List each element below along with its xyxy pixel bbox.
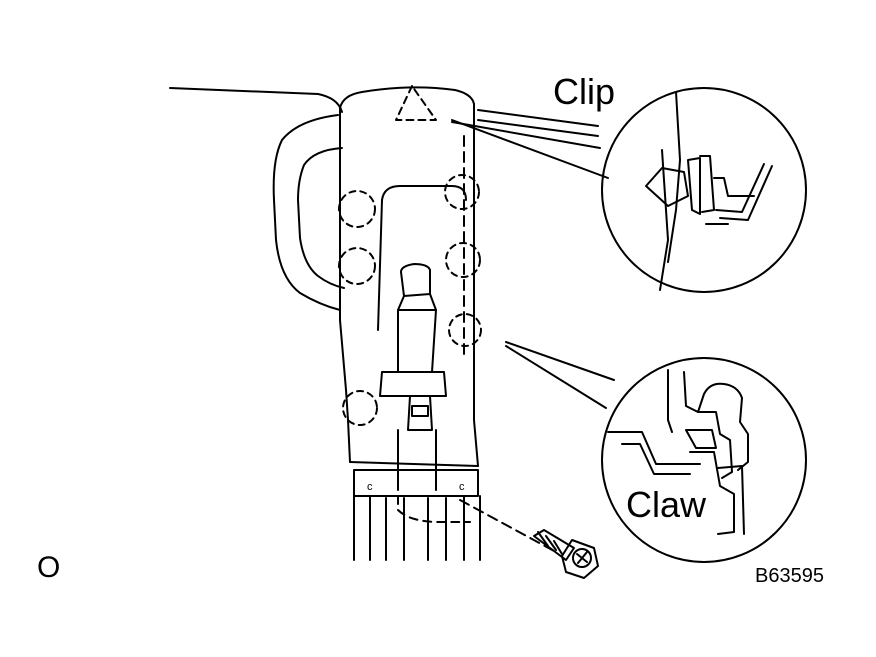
svg-text:c: c bbox=[367, 481, 373, 493]
clip-location-mark bbox=[395, 85, 437, 121]
assist-grip bbox=[272, 114, 341, 311]
clip-detail-icon bbox=[601, 87, 807, 293]
figure-code: B63595 bbox=[755, 565, 824, 587]
screw-icon bbox=[533, 529, 599, 579]
lower-bracket: c c bbox=[353, 469, 481, 561]
claw-location-marks bbox=[338, 174, 482, 426]
claw-label: Claw bbox=[626, 484, 707, 525]
clip-label: Clip bbox=[553, 71, 616, 112]
svg-text:c: c bbox=[459, 481, 465, 493]
seat-belt-buckle-icon bbox=[379, 263, 447, 491]
callout-lines bbox=[451, 119, 615, 409]
corner-mark: O bbox=[37, 551, 61, 584]
roof-trim-line bbox=[169, 87, 599, 137]
screw-path bbox=[459, 499, 557, 553]
hidden-lower-outline bbox=[397, 495, 471, 523]
assist-grip-inner bbox=[297, 147, 345, 289]
claw-detail-icon bbox=[601, 357, 807, 563]
